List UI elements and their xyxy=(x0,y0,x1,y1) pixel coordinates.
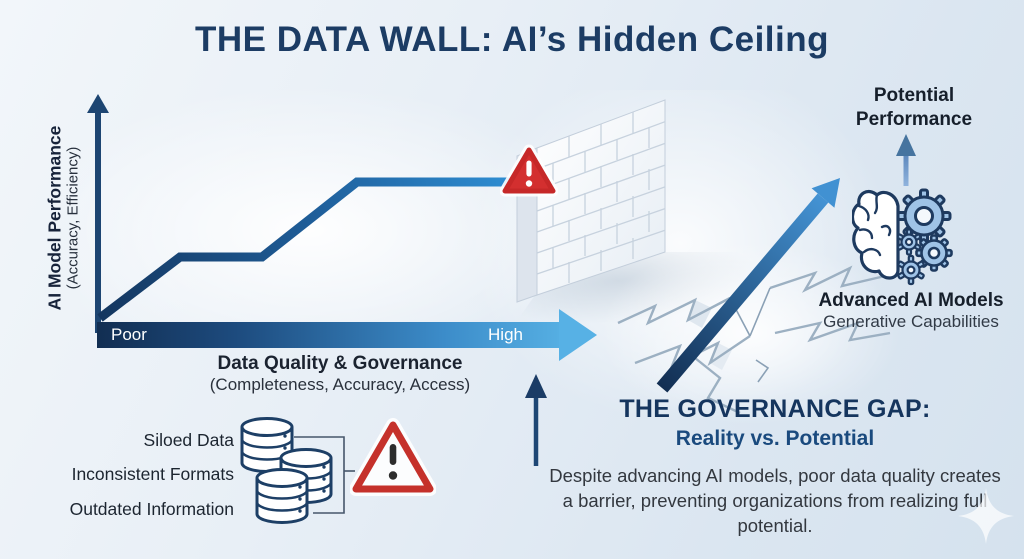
x-axis-sublabel: (Completeness, Accuracy, Access) xyxy=(209,375,471,395)
x-axis-bar: Poor High xyxy=(97,322,559,348)
sparkle-icon xyxy=(958,488,1014,544)
x-axis-title: Data Quality & Governance (Completeness,… xyxy=(150,352,530,396)
up-arrow-icon xyxy=(896,134,916,186)
page-title: THE DATA WALL: AI’s Hidden Ceiling xyxy=(195,20,829,59)
y-axis-arrowhead-icon xyxy=(87,94,109,113)
governance-gap-body: Despite advancing AI models, poor data q… xyxy=(549,465,1001,536)
outdated-information-label: Outdated Information xyxy=(69,499,234,519)
advanced-ai-models-block: Advanced AI Models Generative Capabiliti… xyxy=(806,289,1016,333)
y-axis xyxy=(95,112,101,333)
advanced-ai-models-label: Advanced AI Models xyxy=(818,290,1004,311)
brain-gears-icon xyxy=(852,188,953,286)
alert-triangle-icon xyxy=(350,418,436,496)
x-axis-label: Data Quality & Governance xyxy=(217,353,463,374)
x-axis-arrowhead-icon xyxy=(559,309,597,361)
governance-gap-title: THE GOVERNANCE GAP: xyxy=(619,395,931,423)
siloed-data-label: Siloed Data xyxy=(143,430,234,450)
governance-gap-block: THE GOVERNANCE GAP: Reality vs. Potentia… xyxy=(545,395,1005,539)
y-axis-sublabel: (Accuracy, Efficiency) xyxy=(64,146,82,290)
warning-triangle-icon xyxy=(500,144,558,197)
elbow-connector-arrow xyxy=(436,374,547,468)
x-axis-max-label: High xyxy=(488,325,523,344)
y-axis-label: AI Model Performance xyxy=(44,125,65,311)
x-axis-min-label: Poor xyxy=(111,325,147,344)
potential-performance-label: Potential Performance xyxy=(855,85,973,130)
growth-arrow-icon xyxy=(656,178,840,393)
inconsistent-formats-label: Inconsistent Formats xyxy=(71,464,234,484)
database-stack-icon xyxy=(240,417,355,524)
performance-line xyxy=(97,177,516,322)
governance-gap-subtitle: Reality vs. Potential xyxy=(675,427,875,450)
generative-capabilities-label: Generative Capabilities xyxy=(823,312,999,332)
y-axis-title: AI Model Performance (Accuracy, Efficien… xyxy=(36,101,92,336)
